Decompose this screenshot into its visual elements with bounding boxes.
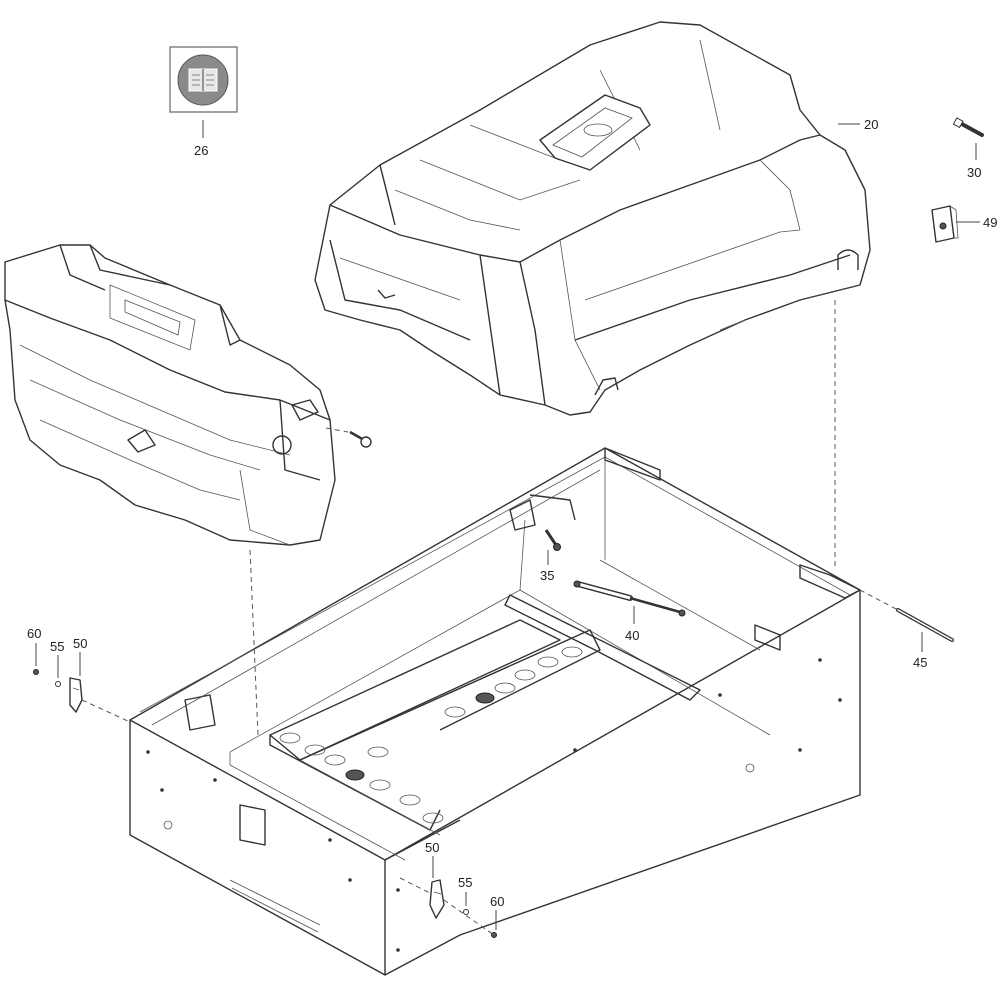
screw-front-panel: [349, 430, 372, 448]
callout-50-right: 50: [425, 840, 439, 855]
part-20-top-cover: [314, 21, 871, 416]
part-35-bolt: [544, 529, 561, 551]
latch-assembly-left: [33, 669, 83, 713]
callout-45: 45: [913, 655, 927, 670]
callout-30: 30: [967, 165, 981, 180]
callout-26: 26: [194, 143, 208, 158]
callout-55-left: 55: [50, 639, 64, 654]
callout-35: 35: [540, 568, 554, 583]
part-49-rubber-bumper: [931, 205, 959, 243]
callout-20: 20: [864, 117, 878, 132]
part-26-manual-icon: [169, 46, 238, 113]
callout-50-left: 50: [73, 636, 87, 651]
part-40-gas-spring: [573, 580, 686, 617]
callout-49: 49: [983, 215, 997, 230]
callout-40: 40: [625, 628, 639, 643]
part-30-bolt: [952, 117, 984, 137]
front-panel-part: [4, 244, 336, 546]
callout-55-right: 55: [458, 875, 472, 890]
tray-holes: [279, 646, 583, 824]
base-frame: [129, 447, 861, 976]
part-45-rod: [896, 608, 954, 642]
callout-60-left: 60: [27, 626, 41, 641]
latch-assembly-right: [429, 879, 497, 938]
callout-60-right: 60: [490, 894, 504, 909]
